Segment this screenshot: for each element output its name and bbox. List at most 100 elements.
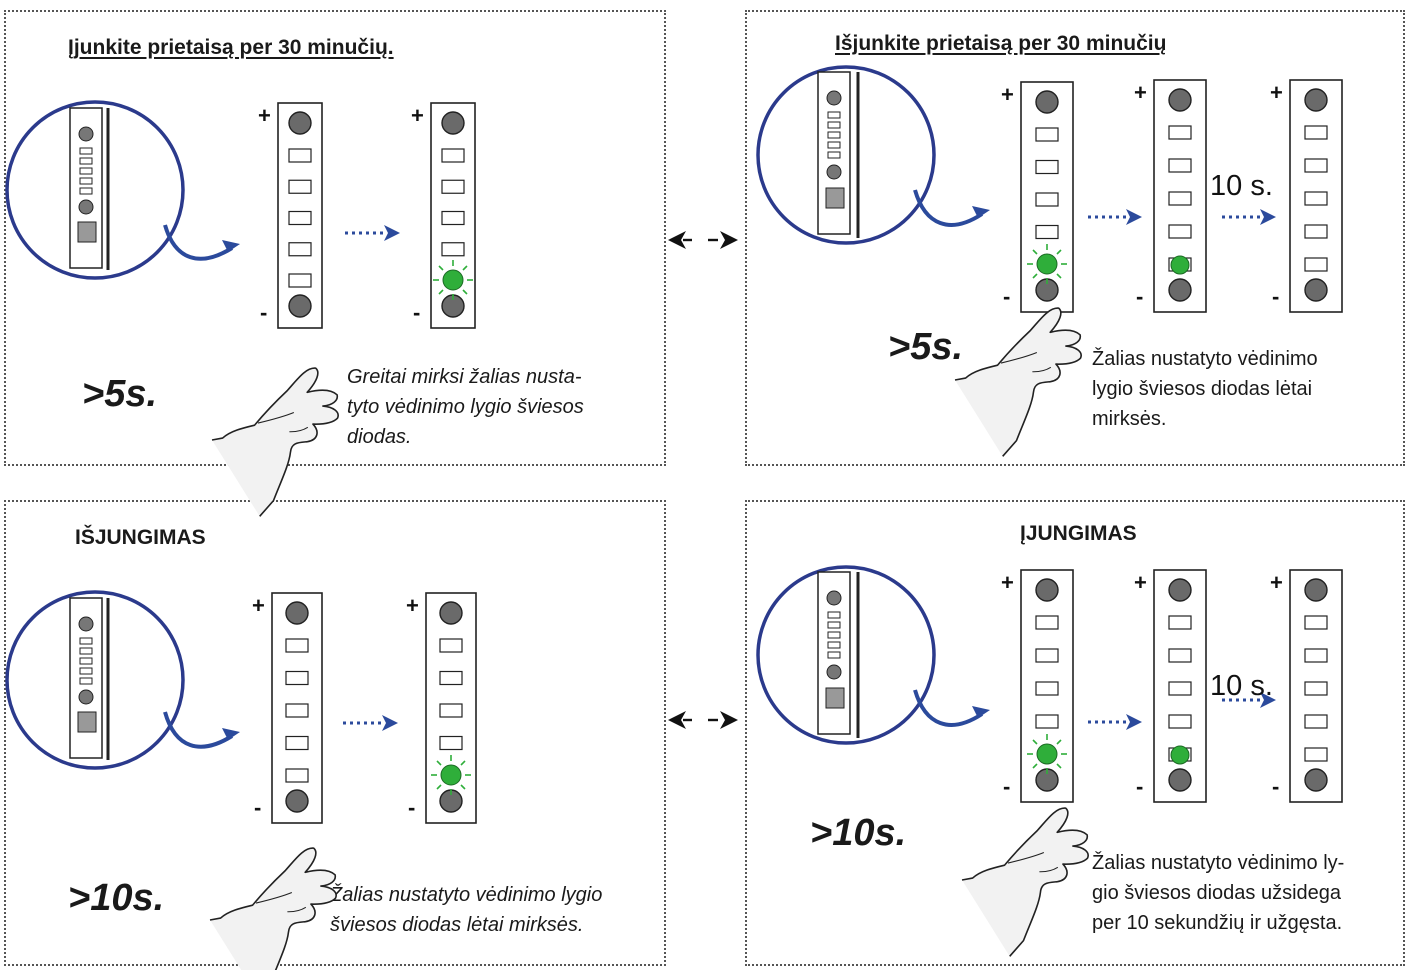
level-led (439, 670, 463, 686)
plus-label: + (1134, 80, 1147, 105)
double-arrow-icon (668, 711, 738, 729)
solid-led-icon (1170, 255, 1190, 275)
panel-3-description: Žalias nustatyto vėdinimo lygio šviesos … (330, 884, 603, 936)
curved-arrow-icon (913, 689, 984, 727)
minus-label: - (1003, 284, 1010, 309)
level-led (441, 242, 465, 257)
level-led (1168, 681, 1192, 696)
plus-label: + (252, 593, 265, 618)
level-led (441, 179, 465, 194)
panel-startup (745, 500, 1405, 966)
dotted-arrow-icon (343, 715, 398, 731)
plus-button (1304, 578, 1328, 602)
plus-button (288, 111, 312, 135)
plus-button (1304, 88, 1328, 112)
control-strip: +- (1134, 79, 1207, 313)
plus-button (1168, 88, 1192, 112)
panel-4-description: Žalias nustatyto vėdinimo ly- gio švieso… (1092, 852, 1345, 934)
panel-4-delay-label: 10 s. (1210, 670, 1273, 702)
blinking-led-icon (1026, 733, 1068, 775)
level-led (288, 148, 312, 163)
level-led (1304, 158, 1328, 173)
hand-pointer-icon (204, 843, 369, 970)
level-led (439, 735, 463, 751)
panel-4-press-time: >10s. (810, 812, 907, 854)
level-led (1035, 681, 1059, 696)
level-led (1168, 158, 1192, 173)
level-led (1304, 191, 1328, 206)
dotted-arrow-icon (345, 225, 400, 241)
panel-1-press-time: >5s. (82, 373, 158, 415)
minus-button (1168, 278, 1192, 302)
level-led (1035, 224, 1059, 240)
control-strip: +- (406, 592, 477, 824)
plus-button (1035, 90, 1059, 114)
plus-label: + (1001, 570, 1014, 595)
level-led (285, 703, 309, 718)
level-led (1035, 615, 1059, 630)
plus-button (439, 601, 463, 625)
control-strip: +- (1001, 569, 1074, 803)
panel-3-press-time: >10s. (68, 877, 165, 919)
panel-1-description: Greitai mirksi žalias nusta- tyto vėdini… (347, 366, 584, 448)
level-led (285, 768, 309, 783)
control-strip: +- (411, 102, 476, 329)
level-led (285, 638, 309, 653)
control-strip: +- (1001, 81, 1074, 313)
level-led (1304, 648, 1328, 663)
curved-arrow-icon (913, 189, 984, 227)
level-led (439, 638, 463, 653)
plus-label: + (1270, 80, 1283, 105)
level-led (1035, 159, 1059, 175)
level-led (1304, 681, 1328, 696)
plus-label: + (1134, 570, 1147, 595)
level-led (1168, 714, 1192, 729)
level-led (1168, 125, 1192, 140)
level-led (1035, 192, 1059, 207)
minus-label: - (254, 795, 261, 820)
control-strip: +- (252, 592, 323, 824)
level-led (288, 179, 312, 194)
level-led (1035, 127, 1059, 142)
panel-turn-off-30min (745, 10, 1405, 466)
level-led (1304, 257, 1328, 272)
level-led (439, 703, 463, 718)
minus-button (1304, 768, 1328, 792)
minus-button (285, 789, 309, 813)
plus-button (1035, 578, 1059, 602)
hand-pointer-icon (949, 303, 1114, 458)
plus-label: + (406, 593, 419, 618)
level-led (1304, 747, 1328, 762)
minus-label: - (1003, 774, 1010, 799)
level-led (1304, 125, 1328, 140)
panel-2-description: Žalias nustatyto vėdinimo lygio šviesos … (1092, 348, 1318, 430)
blinking-led-icon (432, 259, 474, 301)
control-strip: +- (258, 102, 323, 329)
level-led (441, 210, 465, 226)
level-led (1168, 648, 1192, 663)
zoom-circle-icon (756, 65, 990, 245)
level-led (1035, 648, 1059, 663)
solid-led-icon (1170, 745, 1190, 765)
hand-pointer-icon (206, 363, 371, 518)
panel-shutdown (4, 500, 666, 966)
dotted-arrow-icon (1222, 692, 1276, 708)
control-strip: +- (1270, 79, 1343, 313)
blinking-led-icon (1026, 243, 1068, 285)
zoom-circle-icon (5, 100, 240, 280)
panel-2-delay-label: 10 s. (1210, 170, 1273, 202)
dotted-arrow-icon (1222, 209, 1276, 225)
level-led (1035, 714, 1059, 729)
level-led (1304, 224, 1328, 239)
minus-button (288, 294, 312, 318)
level-led (285, 670, 309, 686)
level-led (288, 273, 312, 288)
curved-arrow-icon (163, 224, 234, 261)
blinking-led-icon (430, 754, 472, 796)
minus-label: - (1136, 284, 1143, 309)
level-led (288, 210, 312, 226)
dotted-arrow-icon (1088, 209, 1142, 225)
panel-1-title: Įjunkite prietaisą per 30 minučių. (68, 36, 394, 59)
minus-label: - (1272, 774, 1279, 799)
